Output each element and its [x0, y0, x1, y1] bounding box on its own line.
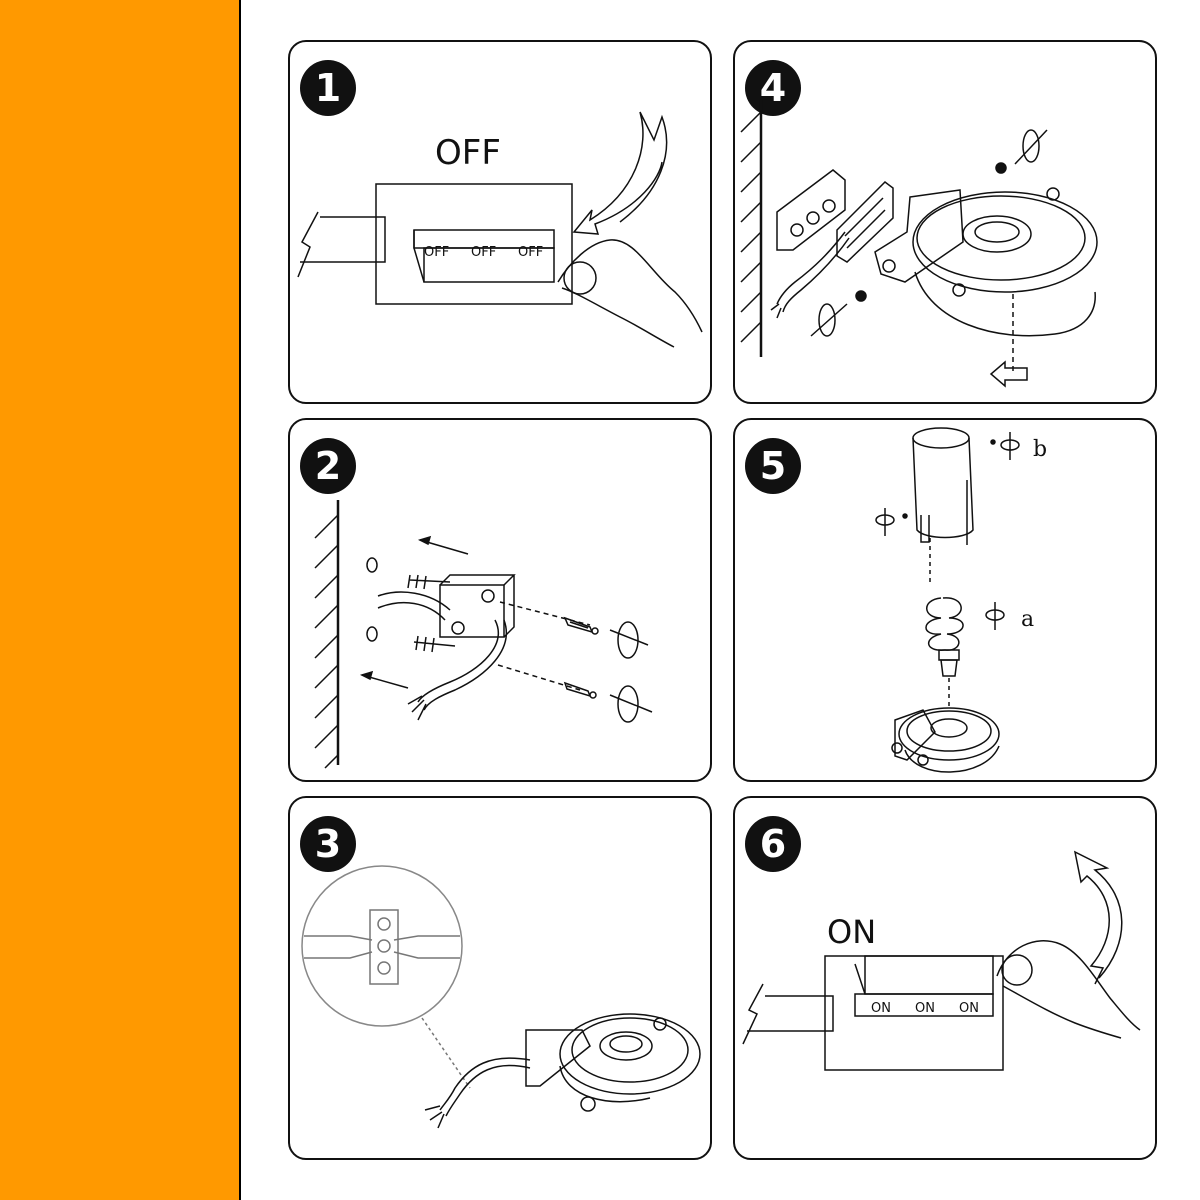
on-switch-label-3: ON	[959, 1001, 979, 1016]
off-switch-label-2: OFF	[471, 245, 496, 260]
step-1-number: 1	[300, 60, 356, 116]
callout-b: b	[1033, 437, 1047, 462]
step-6-panel: 6 ON ON ON ON	[733, 796, 1157, 1160]
step-6-number: 6	[745, 816, 801, 872]
step-4-panel: 4	[733, 40, 1157, 404]
off-switch-label-1: OFF	[424, 245, 449, 260]
wall-bracket-mounting-illustration	[314, 500, 653, 769]
on-switch-label-1: ON	[871, 1001, 891, 1016]
on-label: ON	[827, 913, 876, 951]
step-4-number: 4	[745, 60, 801, 116]
off-label: OFF	[435, 133, 501, 173]
bulb-and-shade-installation-illustration: b a	[875, 427, 1047, 773]
step-3-number: 3	[300, 816, 356, 872]
off-switch-label-3: OFF	[518, 245, 543, 260]
step-2-number: 2	[300, 438, 356, 494]
callout-a: a	[1021, 607, 1034, 632]
step-5-panel: 5 b a	[733, 418, 1157, 782]
step-2-panel: 2	[288, 418, 712, 782]
fixture-mounting-illustration	[740, 100, 1098, 388]
step-1-panel: 1 OFF OFF OFF OFF	[288, 40, 712, 404]
step-3-panel: 3	[288, 796, 712, 1160]
step-5-number: 5	[745, 438, 801, 494]
on-switch-label-2: ON	[915, 1001, 935, 1016]
switch-on-illustration: ON ON ON ON	[742, 850, 1141, 1071]
switch-off-illustration: OFF OFF OFF OFF	[297, 111, 703, 348]
orange-sidebar	[0, 0, 241, 1200]
wiring-connection-illustration	[301, 865, 701, 1129]
